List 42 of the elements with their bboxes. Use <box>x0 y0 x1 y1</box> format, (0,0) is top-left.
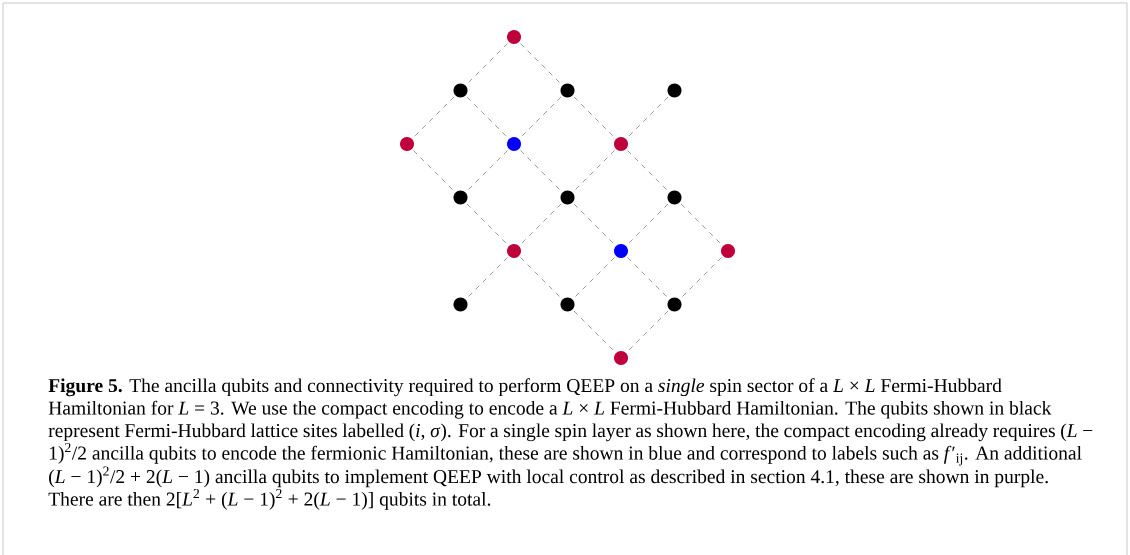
dashed-line <box>680 203 722 245</box>
dashed-line <box>466 96 508 138</box>
dashed-line <box>627 150 669 192</box>
qubit-dot <box>507 30 521 44</box>
qubit-dot <box>721 244 735 258</box>
qubit-dot <box>507 244 521 258</box>
qubit-dot <box>560 190 575 205</box>
dashed-line <box>573 150 615 192</box>
dashed-line <box>627 203 669 245</box>
dashed-line <box>573 310 615 352</box>
dashed-line <box>573 257 615 299</box>
dashed-line <box>520 257 562 299</box>
dashed-line <box>627 310 669 352</box>
qubit-dot <box>614 351 628 365</box>
dashed-line <box>413 96 455 138</box>
qubit-dot <box>667 83 682 98</box>
dashed-line <box>466 257 508 299</box>
dashed-line <box>627 257 669 299</box>
qubit-dot <box>667 190 682 205</box>
dashed-line <box>680 257 722 299</box>
dashed-line <box>573 96 615 138</box>
dashed-line <box>520 203 562 245</box>
qubit-dot <box>560 83 575 98</box>
dashed-line <box>520 150 562 192</box>
dashed-line <box>466 43 508 85</box>
dashed-line <box>520 96 562 138</box>
dashed-line <box>466 203 508 245</box>
dashed-line <box>466 150 508 192</box>
dashed-line <box>573 203 615 245</box>
qubit-dot <box>453 297 468 312</box>
qubit-dot <box>400 137 414 151</box>
qubit-dot <box>507 137 521 151</box>
qubit-dot <box>667 297 682 312</box>
qubit-dot <box>614 137 628 151</box>
qubit-dot <box>614 244 628 258</box>
qubit-dot <box>453 83 468 98</box>
dashed-line <box>520 43 562 85</box>
dashed-line <box>627 96 669 138</box>
figure-caption: Figure 5. The ancilla qubits and connectivity required to perform QEEP on a single spin sector of a L × L Fermi-Hubbard Hamiltonian for L = 3. We use the compact encoding to encode a L × L Fermi-Hubbard Hamiltonian. The qubits shown in black represent Fermi-Hubbard lattice sites labelled (i, σ). For a single spin layer as shown here, the compact encoding already requires (L − 1)$^{2}$/2 ancilla qubits to encode the fermionic Hamiltonian, these are shown in blue and correspond to labels such as f′$_{ij}$. An additional (L − 1)$^{2}$/2 + 2(L − 1) ancilla qubits to implement QEEP with local control as described in section 4.1, these are shown in purple. There are then 2[L$^{2}$ + (L − 1)$^{2}$ + 2(L − 1)] qubits in total. <box>48 378 1093 510</box>
qubit-dot <box>453 190 468 205</box>
dashed-line <box>413 150 455 192</box>
qubit-dot <box>560 297 575 312</box>
